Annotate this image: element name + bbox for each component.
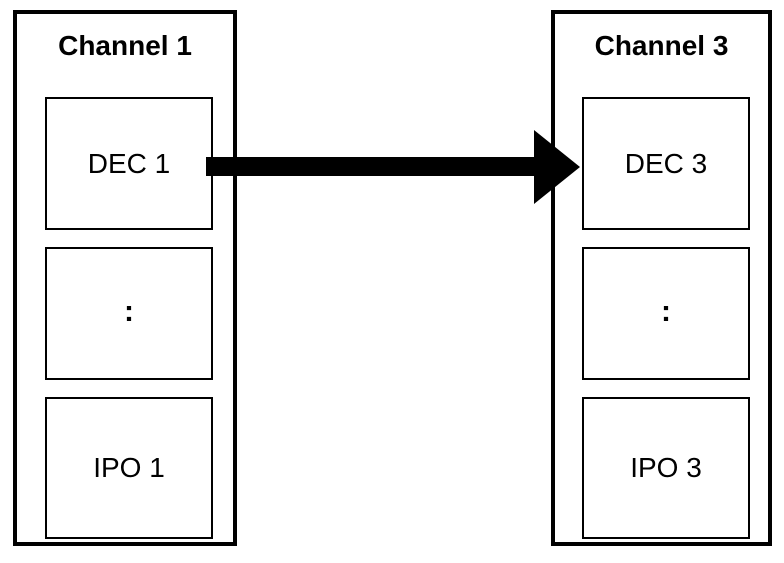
unit-box-ipo-1: IPO 1 xyxy=(45,397,213,539)
unit-box-dec-1: DEC 1 xyxy=(45,97,213,230)
unit-box-ellipsis-1: : xyxy=(45,247,213,380)
unit-label-ipo-3: IPO 3 xyxy=(630,452,702,483)
unit-box-ipo-3: IPO 3 xyxy=(582,397,750,539)
panel-title-channel-3: Channel 3 xyxy=(594,30,729,61)
unit-label-dec-3: DEC 3 xyxy=(624,147,708,179)
unit-label-dec-1: DEC 1 xyxy=(87,147,171,179)
channel-panel-channel-3: Channel 3 DEC 3 : IPO 3 xyxy=(551,10,772,546)
vertical-ellipsis-icon-3: : xyxy=(661,294,671,328)
panel-title-channel-1: Channel 1 xyxy=(58,30,192,61)
unit-label-ipo-1: IPO 1 xyxy=(93,452,165,483)
arrow-icon-dec1-to-dec3 xyxy=(206,130,580,204)
arrow-shape xyxy=(206,130,580,204)
unit-box-ellipsis-3: : xyxy=(582,247,750,380)
unit-box-dec-3: DEC 3 xyxy=(582,97,750,230)
channel-panel-channel-1: Channel 1 DEC 1 : IPO 1 xyxy=(13,10,237,546)
vertical-ellipsis-icon-1: : xyxy=(124,294,134,328)
